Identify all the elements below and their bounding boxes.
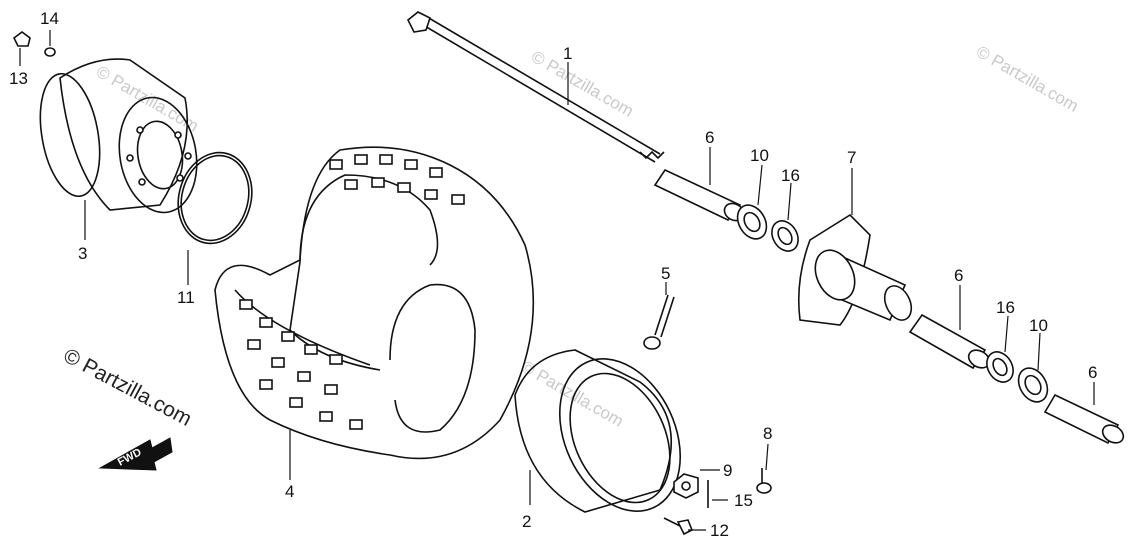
callout-16a: 16 xyxy=(781,166,800,185)
nut-part-9 xyxy=(673,473,699,499)
callout-15: 15 xyxy=(734,491,753,510)
callout-16b: 16 xyxy=(996,298,1015,317)
callout-8: 8 xyxy=(763,424,772,443)
callout-11: 11 xyxy=(177,288,195,307)
callout-14: 14 xyxy=(40,9,59,28)
callout-6b: 6 xyxy=(954,266,963,285)
callout-1: 1 xyxy=(563,44,572,63)
fwd-arrow: FWD xyxy=(98,437,173,471)
faint-watermarks: © Partzilla.com © Partzilla.com © Partzi… xyxy=(93,42,1082,431)
callout-2: 2 xyxy=(522,512,531,531)
watermark-faint-1: © Partzilla.com xyxy=(528,47,637,121)
wheel-hub-part-3 xyxy=(39,58,198,214)
o-ring-part-11 xyxy=(177,151,253,245)
washer-part-14 xyxy=(44,47,56,57)
callout-7: 7 xyxy=(847,148,856,167)
leader-lines xyxy=(19,30,1095,531)
axle-part-1 xyxy=(406,11,665,163)
hub-flange-part-7 xyxy=(797,213,913,326)
tire-tread xyxy=(239,154,465,430)
partzilla-copyright-watermark: © Partzilla.com xyxy=(60,344,196,431)
callout-4: 4 xyxy=(285,482,294,501)
callout-10a: 10 xyxy=(750,146,769,165)
watermark-faint-2: © Partzilla.com xyxy=(973,42,1082,116)
callout-3: 3 xyxy=(78,244,87,263)
spacer-part-6a xyxy=(653,168,745,222)
bearing-part-10a xyxy=(736,204,768,240)
valve-stem-part-5 xyxy=(643,294,675,350)
tire-part-4 xyxy=(214,146,535,460)
callout-5: 5 xyxy=(661,264,670,283)
seal-part-16b xyxy=(986,351,1014,383)
nut-part-13 xyxy=(12,31,31,47)
spacer-part-6c xyxy=(1043,393,1125,445)
callout-9: 9 xyxy=(723,461,732,480)
callout-labels: 1 2 3 4 5 6 6 6 7 8 9 10 10 11 12 13 14 … xyxy=(9,9,1097,540)
callout-10b: 10 xyxy=(1029,316,1048,335)
callout-12: 12 xyxy=(710,521,729,540)
wheel-rim-part-2 xyxy=(514,349,682,513)
bolt-part-12 xyxy=(663,517,694,536)
spacer-part-6b xyxy=(908,313,991,370)
callout-6a: 6 xyxy=(705,128,714,147)
seal-part-16a xyxy=(771,220,799,252)
bolt-part-8 xyxy=(756,468,772,494)
callout-13: 13 xyxy=(9,69,28,88)
bearing-part-10b xyxy=(1017,367,1049,403)
callout-6c: 6 xyxy=(1088,363,1097,382)
